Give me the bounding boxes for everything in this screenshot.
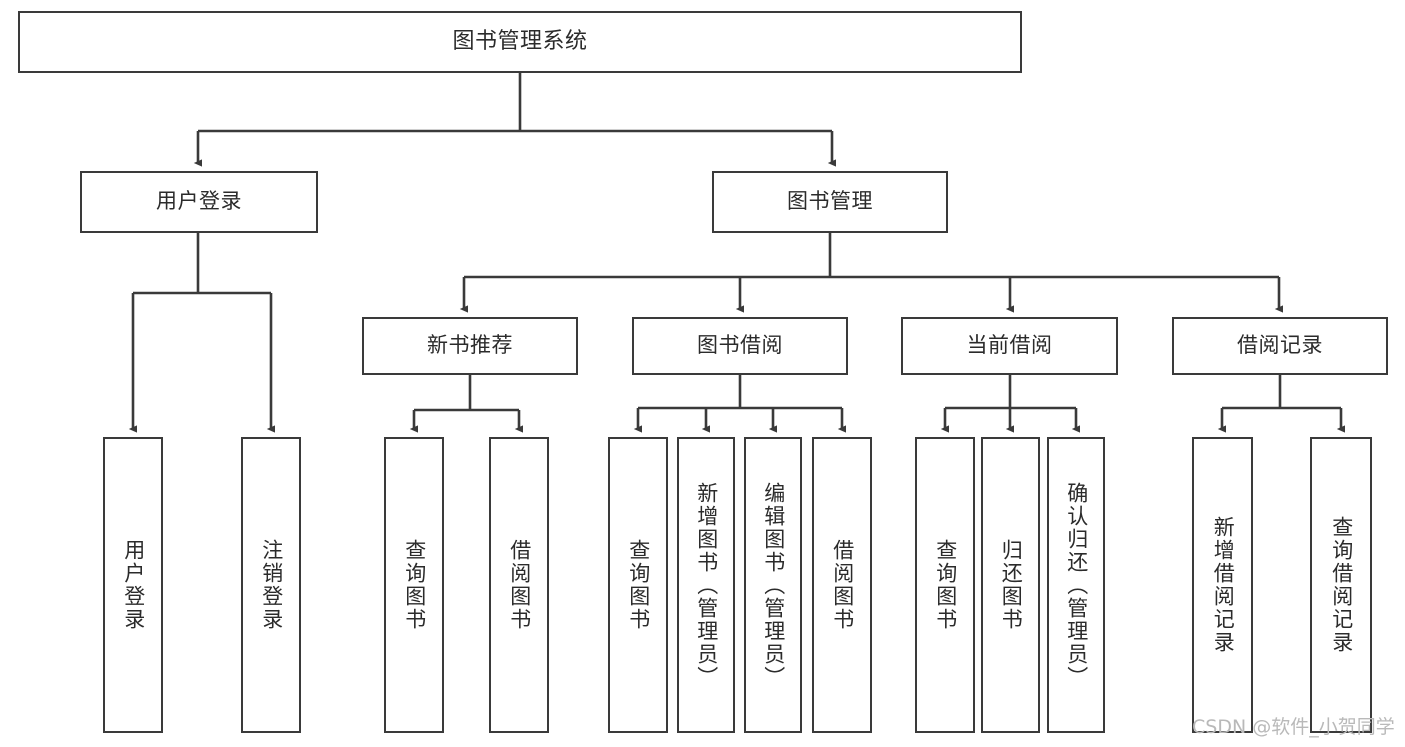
watermark-text: CSDN @软件_小贺同学: [1192, 716, 1395, 738]
node-label: 新增图书（管理员）: [694, 481, 719, 689]
node-label: 查询图书: [626, 539, 651, 631]
node-label: 图书借阅: [697, 333, 783, 358]
node-leaf-query-book-borrow[interactable]: 查询图书: [608, 437, 668, 733]
node-label: 用户登录: [121, 539, 146, 631]
node-book-management[interactable]: 图书管理: [712, 171, 948, 233]
node-label: 编辑图书（管理员）: [761, 481, 786, 689]
node-label: 查询图书: [402, 539, 427, 631]
node-label: 当前借阅: [966, 333, 1053, 358]
node-label: 新书推荐: [427, 333, 513, 358]
node-leaf-query-book-recommend[interactable]: 查询图书: [384, 437, 444, 733]
node-new-book-recommend[interactable]: 新书推荐: [362, 317, 578, 375]
node-leaf-add-borrow-record[interactable]: 新增借阅记录: [1192, 437, 1253, 733]
node-label: 用户登录: [156, 189, 242, 214]
node-leaf-add-book-admin[interactable]: 新增图书（管理员）: [677, 437, 735, 733]
node-label: 借阅图书: [830, 539, 855, 631]
node-root-system[interactable]: 图书管理系统: [18, 11, 1022, 73]
node-label: 注销登录: [259, 539, 284, 631]
node-leaf-edit-book-admin[interactable]: 编辑图书（管理员）: [744, 437, 802, 733]
node-label: 图书管理系统: [452, 28, 588, 54]
node-current-borrow[interactable]: 当前借阅: [901, 317, 1118, 375]
node-label: 新增借阅记录: [1211, 516, 1236, 654]
node-label: 查询图书: [933, 539, 958, 631]
node-leaf-return-book[interactable]: 归还图书: [981, 437, 1040, 733]
node-leaf-user-login[interactable]: 用户登录: [103, 437, 163, 733]
node-leaf-confirm-return-admin[interactable]: 确认归还（管理员）: [1047, 437, 1105, 733]
node-leaf-borrow-book-recommend[interactable]: 借阅图书: [489, 437, 549, 733]
node-label: 查询借阅记录: [1329, 516, 1354, 654]
node-label: 确认归还（管理员）: [1064, 481, 1089, 689]
node-label: 借阅图书: [507, 539, 532, 631]
node-user-login[interactable]: 用户登录: [80, 171, 318, 233]
node-leaf-query-borrow-record[interactable]: 查询借阅记录: [1310, 437, 1372, 733]
node-borrow-record[interactable]: 借阅记录: [1172, 317, 1388, 375]
node-label: 归还图书: [999, 539, 1024, 631]
node-leaf-logout[interactable]: 注销登录: [241, 437, 301, 733]
node-leaf-borrow-book[interactable]: 借阅图书: [812, 437, 872, 733]
node-leaf-query-book-current[interactable]: 查询图书: [915, 437, 975, 733]
node-book-borrow[interactable]: 图书借阅: [632, 317, 848, 375]
node-label: 图书管理: [787, 189, 873, 214]
node-label: 借阅记录: [1237, 333, 1323, 358]
